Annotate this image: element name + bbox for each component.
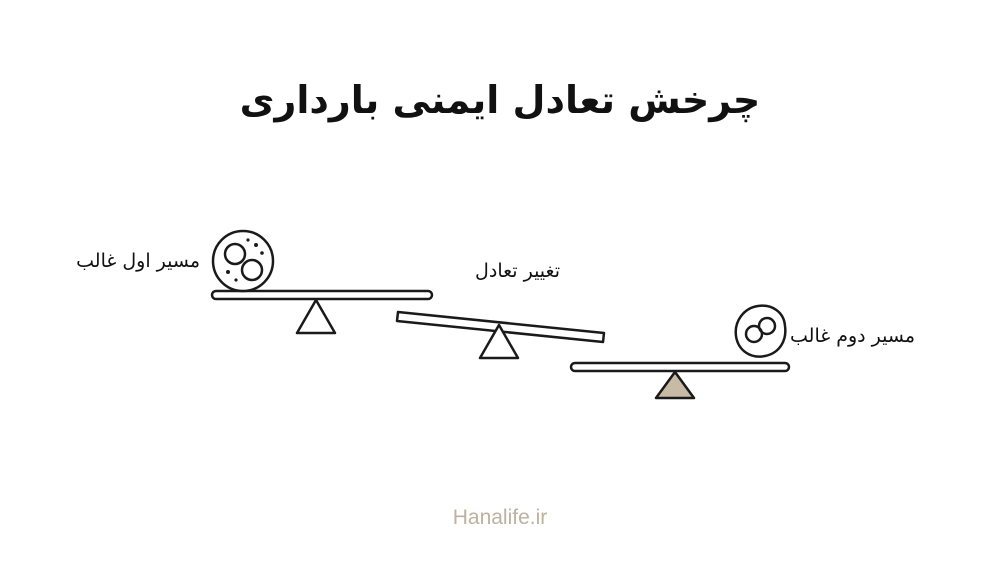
fulcrum-right — [654, 370, 696, 400]
footer-site-link[interactable]: Hanalife.ir — [452, 506, 548, 529]
cell-pair-icon — [734, 304, 787, 358]
seesaw-balance-change — [395, 310, 606, 360]
page-title: چرخش تعادل ایمنی بارداری — [239, 78, 761, 122]
seesaw-second-path — [569, 304, 791, 400]
cell-cluster-icon — [211, 229, 275, 293]
label-balance-change: تغییر تعادل — [475, 260, 560, 282]
seesaw-first-path — [210, 229, 434, 335]
label-second-path: مسیر دوم غالب — [790, 325, 915, 347]
seesaw-beam-right — [569, 361, 791, 373]
label-first-path: مسیر اول غالب — [76, 250, 200, 272]
fulcrum-left — [295, 298, 337, 335]
seesaw-beam-left — [210, 289, 434, 301]
fulcrum-middle — [478, 323, 520, 360]
